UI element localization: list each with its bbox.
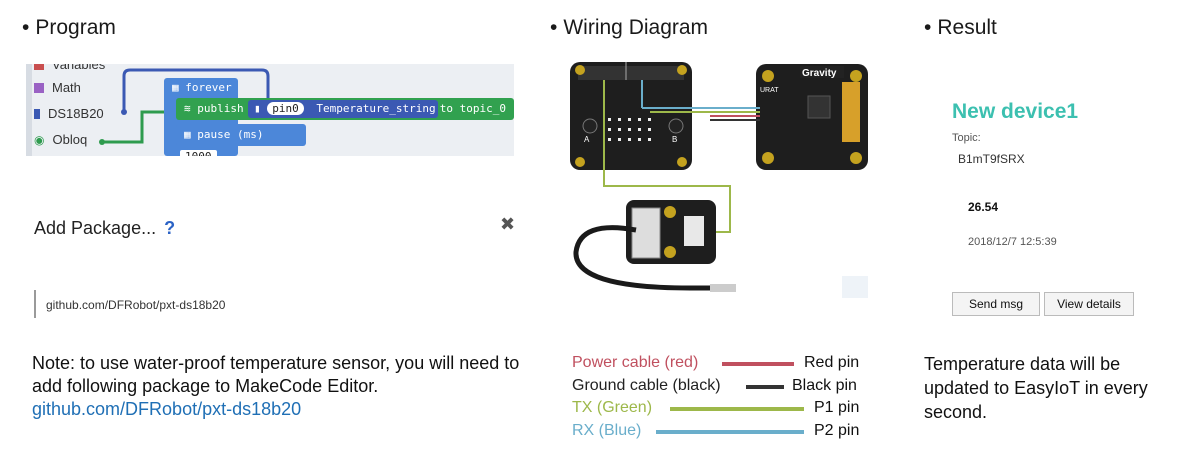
help-icon[interactable]: ? xyxy=(164,218,176,238)
wifi-icon: ◉ xyxy=(34,132,45,147)
calculator-icon xyxy=(34,82,44,93)
header-result: •Result xyxy=(924,16,997,39)
category-ds18b20-label: DS18B20 xyxy=(48,106,104,121)
topic-value: B1mT9fSRX xyxy=(958,152,1025,166)
category-sidebar-edge xyxy=(26,64,32,156)
legend-left-power: Power cable (red) xyxy=(572,354,699,371)
pause-value-input[interactable]: 1000 xyxy=(180,150,217,156)
header-result-label: Result xyxy=(937,16,997,39)
makecode-editor-panel: Variables Math DS18B20 ◉ Obloq ▦ forever… xyxy=(26,64,514,156)
close-icon[interactable]: ✖ xyxy=(500,214,516,234)
variables-icon xyxy=(34,64,44,70)
package-search-value: github.com/DFRobot/pxt-ds18b20 xyxy=(46,298,226,312)
pin-dropdown[interactable]: pin0 xyxy=(267,102,304,115)
header-wiring-label: Wiring Diagram xyxy=(563,16,709,39)
gravity-label: Gravity xyxy=(802,68,837,79)
topic-label: to topic_0 xyxy=(439,102,506,115)
urat-label: URAT xyxy=(760,87,779,94)
temperature-label: Temperature_string xyxy=(316,102,436,115)
category-obloq[interactable]: ◉ Obloq xyxy=(34,132,87,147)
publish-label: publish xyxy=(197,102,244,115)
legend-right-rx: P2 pin xyxy=(814,422,860,439)
header-program: •Program xyxy=(22,16,116,39)
board-label-a: A xyxy=(584,135,590,144)
legend-right-tx: P1 pin xyxy=(814,399,860,416)
legend-left-tx: TX (Green) xyxy=(572,399,653,416)
pause-label: pause (ms) xyxy=(197,128,264,141)
device-name: New device1 xyxy=(952,100,1079,123)
pause-block[interactable]: ▦ pause (ms) 1000 xyxy=(176,124,306,156)
package-link[interactable]: github.com/DFRobot/pxt-ds18b20 xyxy=(32,399,302,419)
header-wiring: •Wiring Diagram xyxy=(550,16,709,39)
result-description: Temperature data will be updated to Easy… xyxy=(924,354,1148,422)
add-package-title-label: Add Package... xyxy=(34,218,157,238)
legend-right-ground: Black pin xyxy=(792,377,857,394)
send-msg-button[interactable]: Send msg xyxy=(952,292,1040,316)
legend-left-ground: Ground cable (black) xyxy=(572,377,721,394)
category-obloq-label: Obloq xyxy=(52,132,88,147)
category-variables-label: Variables xyxy=(52,64,106,72)
forever-label: forever xyxy=(185,81,232,94)
temperature-block[interactable]: ▮ pin0 Temperature_string xyxy=(248,100,438,118)
category-ds18b20[interactable]: DS18B20 xyxy=(34,106,104,121)
sensor-cable xyxy=(573,225,710,291)
note-body: Note: to use water-proof temperature sen… xyxy=(32,353,520,396)
legend-line-ground xyxy=(746,385,784,389)
board-label-b: B xyxy=(672,135,677,144)
legend-line-rx xyxy=(656,430,804,434)
expansion-board xyxy=(570,62,692,170)
legend-line-power xyxy=(722,362,794,366)
view-details-button[interactable]: View details xyxy=(1044,292,1134,316)
category-math[interactable]: Math xyxy=(34,80,81,95)
category-math-label: Math xyxy=(52,80,81,95)
legend-right-power: Red pin xyxy=(804,354,860,371)
timestamp: 2018/12/7 12:5:39 xyxy=(968,236,1057,248)
note-text: Note: to use water-proof temperature sen… xyxy=(32,352,552,421)
wiring-diagram: A B Gravity URAT xyxy=(570,62,868,298)
header-program-label: Program xyxy=(35,16,116,39)
wifi-icon: ≋ xyxy=(184,102,191,115)
topic-label: Topic: xyxy=(952,132,981,144)
thermometer-icon: ▮ xyxy=(254,102,261,115)
legend-left-rx: RX (Blue) xyxy=(572,422,642,439)
thermometer-icon xyxy=(34,108,40,119)
add-package-title: Add Package...? xyxy=(34,218,175,239)
package-search-input[interactable] xyxy=(34,290,506,318)
temperature-value: 26.54 xyxy=(968,200,999,214)
legend-line-tx xyxy=(670,407,804,411)
category-variables[interactable]: Variables xyxy=(34,64,105,72)
